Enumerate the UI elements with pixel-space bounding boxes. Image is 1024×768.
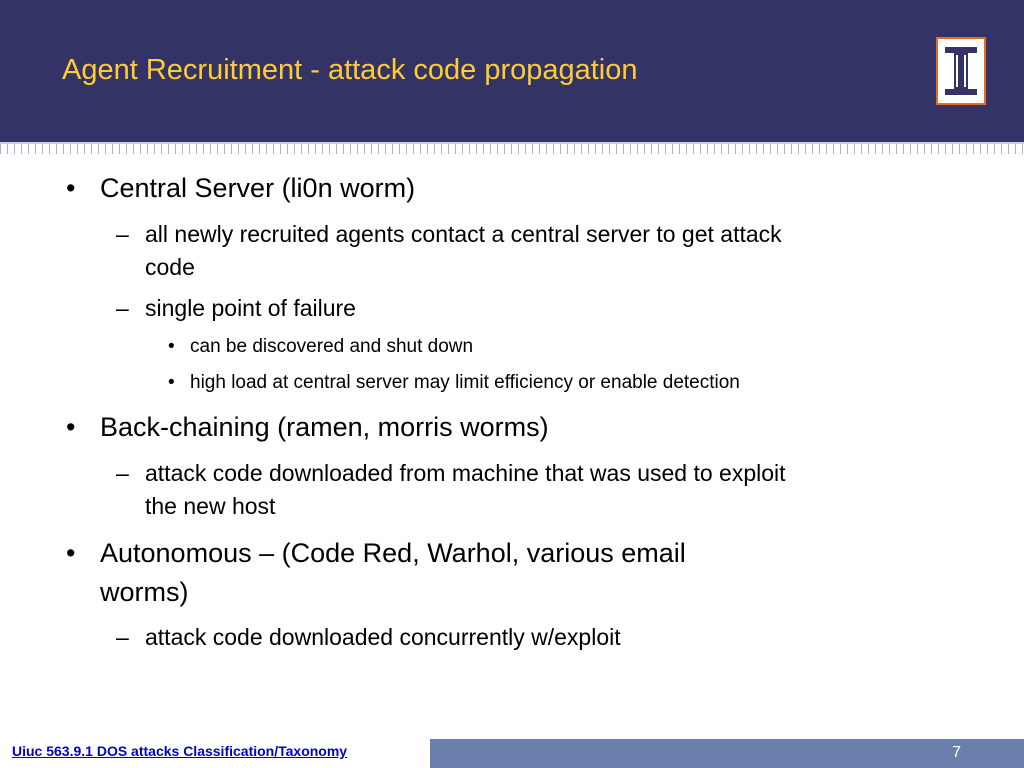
sub-bullet-single-point: single point of failure [145,295,356,321]
bullet-marker-small: • [168,336,175,357]
sub-sub-bullet-discovered: can be discovered and shut down [190,336,474,357]
dash-marker: – [116,221,129,247]
bullet-autonomous-line1: Autonomous – (Code Red, Warhol, various … [100,538,686,568]
header-divider [0,142,1024,154]
sub-bullet-contact-server-line1: all newly recruited agents contact a cen… [145,221,782,247]
dash-marker: – [116,624,129,650]
block-i-glyph [945,47,977,95]
bullet-marker: • [66,173,76,203]
bullet-back-chaining: Back-chaining (ramen, morris worms) [100,412,549,442]
bullet-autonomous-line2: worms) [100,577,189,607]
university-logo-icon [936,37,986,105]
sub-bullet-contact-server-line2: code [145,254,195,280]
bullet-marker: • [66,538,76,568]
footer-course-link[interactable]: Uiuc 563.9.1 DOS attacks Classification/… [12,743,348,759]
slide-header: Agent Recruitment - attack code propagat… [0,0,1024,142]
sub-bullet-concurrently: attack code downloaded concurrently w/ex… [145,624,621,650]
dash-marker: – [116,295,129,321]
sub-bullet-downloaded-line2: the new host [145,493,276,519]
bullet-marker-small: • [168,372,175,393]
footer-bar: 7 [430,739,1024,768]
bullet-central-server: Central Server (li0n worm) [100,173,416,203]
sub-bullet-downloaded-line1: attack code downloaded from machine that… [145,460,786,486]
sub-sub-bullet-high-load: high load at central server may limit ef… [190,372,740,393]
slide-title: Agent Recruitment - attack code propagat… [62,54,638,86]
bullet-marker: • [66,412,76,442]
page-number: 7 [952,744,961,761]
dash-marker: – [116,460,129,486]
